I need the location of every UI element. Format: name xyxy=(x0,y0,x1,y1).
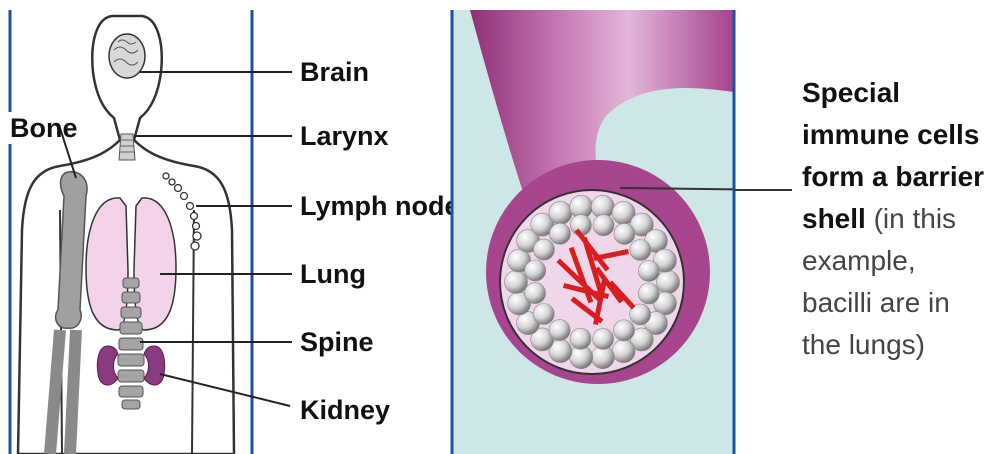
immune-cell xyxy=(614,223,635,244)
larynx-shape xyxy=(119,134,135,160)
larynx-label: Larynx xyxy=(300,121,389,151)
immune-cell xyxy=(630,240,651,261)
immune-cell xyxy=(593,215,614,236)
immune-cell xyxy=(533,239,554,260)
immune-cell xyxy=(593,328,614,349)
immune-cell xyxy=(638,260,659,281)
spine-label: Spine xyxy=(300,327,374,357)
immune-cell xyxy=(505,271,528,294)
brain-label: Brain xyxy=(300,57,369,87)
immune-cell xyxy=(549,201,572,224)
lymph-node-label: Lymph node xyxy=(300,191,460,221)
immune-cell xyxy=(525,260,546,281)
immune-cell xyxy=(612,340,635,363)
bone-label: Bone xyxy=(10,113,78,143)
kidney-label: Kidney xyxy=(300,395,390,425)
granuloma-panel xyxy=(452,10,792,454)
lung-label: Lung xyxy=(300,259,366,289)
immune-cell xyxy=(570,328,591,349)
immune-cell xyxy=(638,283,659,304)
caption: Special immune cells form a barrier shel… xyxy=(802,72,987,366)
immune-cell xyxy=(533,304,554,325)
immune-cell xyxy=(614,320,635,341)
spine-vertebrae xyxy=(118,278,144,409)
immune-cell xyxy=(525,283,546,304)
immune-cell xyxy=(550,223,571,244)
immune-cell xyxy=(657,271,680,294)
body-figure xyxy=(18,16,234,454)
immune-cell xyxy=(549,320,570,341)
brain-shape xyxy=(109,34,145,78)
